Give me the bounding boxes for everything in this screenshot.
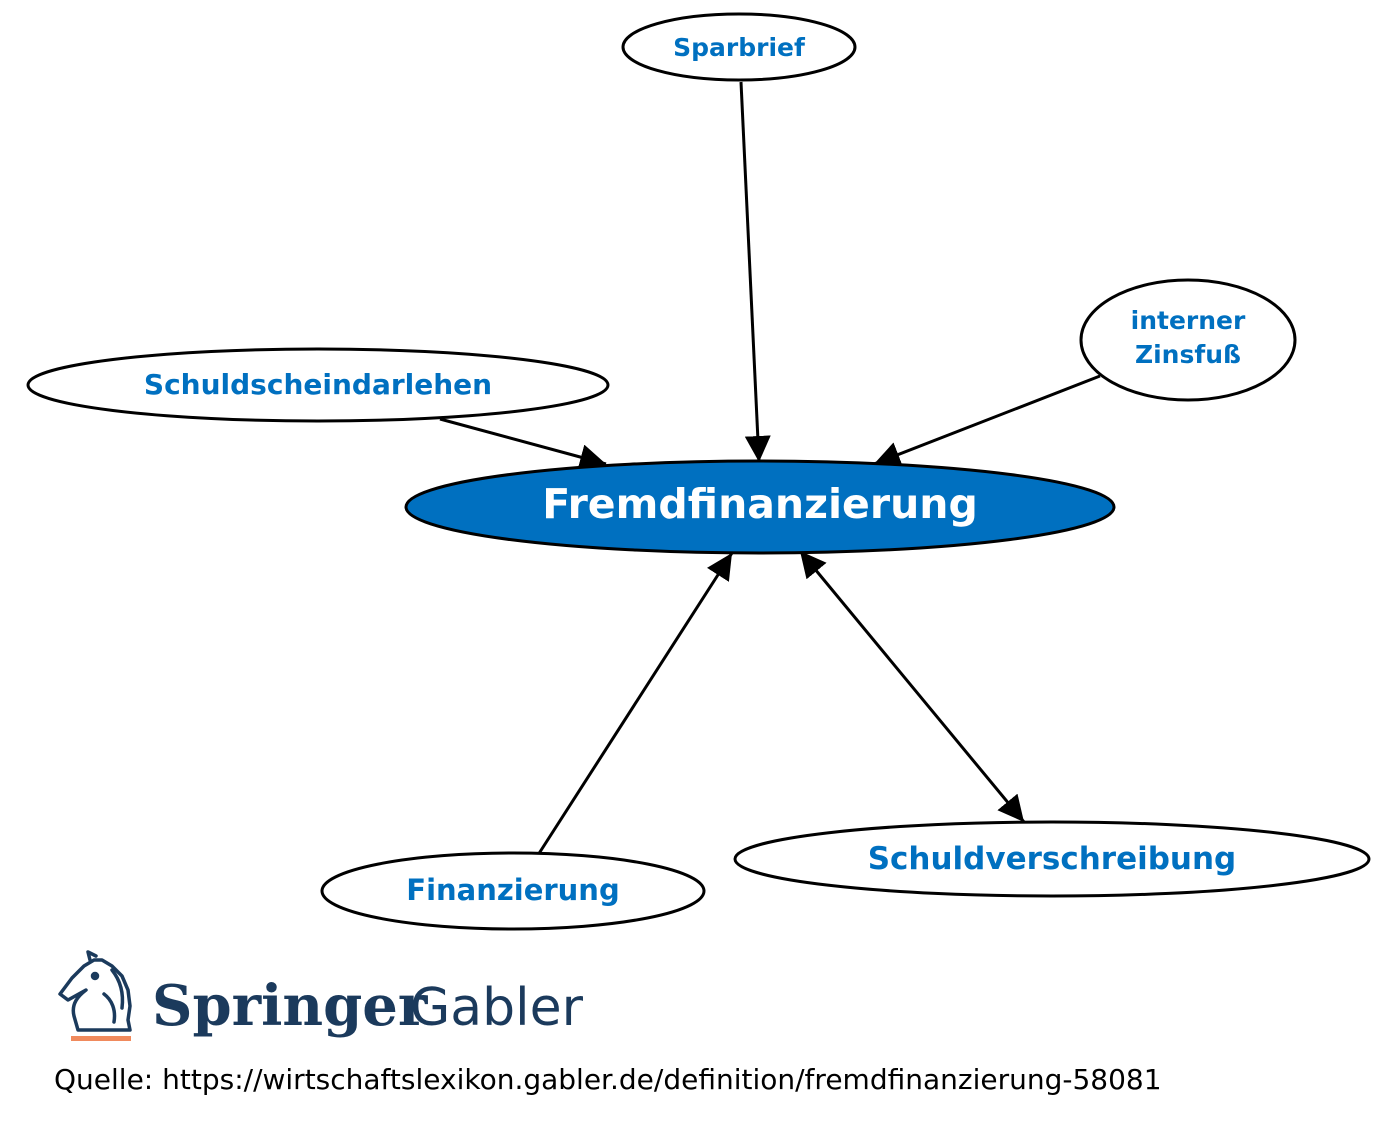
edge-schuldverschreibung-center-bidirectional (798, 550, 1026, 823)
edge-sparbrief-to-center (739, 81, 771, 463)
node-interner-zinsfuss-label-line1: interner (1131, 306, 1246, 335)
node-fremdfinanzierung-label: Fremdfinanzierung (542, 480, 978, 528)
node-finanzierung-label: Finanzierung (406, 873, 619, 907)
node-sparbrief-label: Sparbrief (673, 33, 806, 62)
edge-finanzierung-to-center (536, 552, 734, 856)
source-citation: Quelle: https://wirtschaftslexikon.gable… (54, 1063, 1162, 1096)
node-fremdfinanzierung-center[interactable]: Fremdfinanzierung (404, 459, 1116, 555)
edges (439, 81, 1101, 856)
brand-gabler: Gabler (410, 978, 584, 1038)
chess-knight-icon (58, 950, 132, 1032)
edge-schuldschein-to-center (439, 417, 607, 470)
node-schuldverschreibung[interactable]: Schuldverschreibung (733, 820, 1371, 898)
springer-gabler-logo: Springer Gabler (58, 950, 584, 1041)
edge-zinsfuss-to-center (873, 374, 1101, 467)
brand-springer: Springer (152, 973, 429, 1039)
node-interner-zinsfuss[interactable]: interner Zinsfuß (1079, 278, 1297, 402)
node-finanzierung[interactable]: Finanzierung (320, 851, 706, 931)
node-sparbrief[interactable]: Sparbrief (621, 12, 857, 82)
node-schuldscheindarlehen[interactable]: Schuldscheindarlehen (26, 347, 610, 423)
logo-underline (71, 1036, 131, 1041)
node-schuldscheindarlehen-label: Schuldscheindarlehen (144, 368, 492, 401)
node-schuldverschreibung-label: Schuldverschreibung (868, 841, 1237, 877)
node-interner-zinsfuss-label-line2: Zinsfuß (1135, 340, 1241, 369)
